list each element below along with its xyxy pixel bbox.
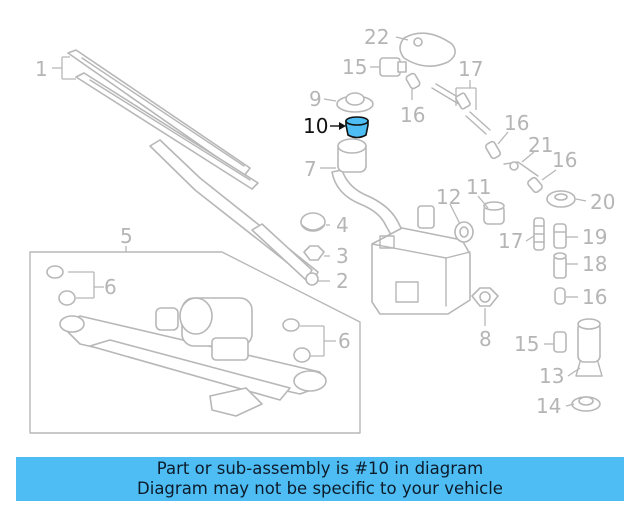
callout-22: 22 <box>364 25 389 49</box>
callout-11: 11 <box>466 175 491 199</box>
valve-part-18 <box>553 252 567 279</box>
callout-19: 19 <box>582 225 607 249</box>
callout-20: 20 <box>590 190 615 214</box>
hose-part-17 <box>431 83 491 135</box>
callout-16b: 16 <box>504 111 529 135</box>
hose-part-17b <box>533 217 545 251</box>
wiper-blade-part-1 <box>67 49 259 190</box>
callout-6a: 6 <box>104 275 117 299</box>
pump-part-13 <box>575 318 603 377</box>
fitting-16a <box>405 72 421 90</box>
valve-part-19 <box>553 223 567 249</box>
connector-part-15a <box>379 57 407 77</box>
wiper-motor <box>155 297 253 361</box>
leader-10 <box>330 122 346 130</box>
callout-9: 9 <box>309 87 322 111</box>
callout-21: 21 <box>528 133 553 157</box>
washer-reservoir-part-7 <box>331 138 471 315</box>
grommet-part-9 <box>336 92 374 113</box>
wiper-linkage <box>59 315 327 417</box>
callout-5: 5 <box>120 224 133 248</box>
callout-10: 10 <box>303 114 328 138</box>
callout-1: 1 <box>35 57 48 81</box>
seal-part-12 <box>454 221 474 243</box>
callout-8: 8 <box>479 327 492 351</box>
connector-part-15b <box>553 331 567 353</box>
callout-17a: 17 <box>458 57 483 81</box>
grommet-part-20 <box>546 190 576 208</box>
grommet-part-14 <box>571 396 601 412</box>
callout-2: 2 <box>336 269 349 293</box>
callout-4: 4 <box>336 213 349 237</box>
banner-line-1: Part or sub-assembly is #10 in diagram <box>156 459 484 478</box>
callout-17b: 17 <box>498 229 523 253</box>
nut-part-8 <box>471 287 499 307</box>
connector-part-21 <box>503 161 539 177</box>
fitting-16d <box>554 287 566 305</box>
callout-16c: 16 <box>552 148 577 172</box>
filler-cap-part-10 <box>345 116 369 139</box>
grommet-6a <box>46 265 76 306</box>
grommet-6b <box>282 318 311 363</box>
callout-13: 13 <box>539 364 564 388</box>
info-banner: Part or sub-assembly is #10 in diagram D… <box>16 457 624 501</box>
nut-part-3 <box>303 245 325 261</box>
subassembly-box-5 <box>29 251 361 434</box>
banner-line-2: Diagram may not be specific to your vehi… <box>137 479 503 498</box>
callout-16a: 16 <box>400 103 425 127</box>
callout-labels: 1 2 3 4 5 6 6 7 8 9 10 11 12 13 14 15 15… <box>35 25 615 418</box>
callout-3: 3 <box>336 244 349 268</box>
leader-lines <box>52 36 587 407</box>
callout-7: 7 <box>304 157 317 181</box>
callout-16d: 16 <box>582 285 607 309</box>
fitting-16b <box>484 140 502 160</box>
fitting-16c <box>527 176 543 194</box>
wiper-arm-part-2 <box>149 139 319 286</box>
callout-14: 14 <box>536 394 561 418</box>
sensor-part-11 <box>483 201 505 225</box>
cap-part-4 <box>300 212 326 232</box>
callout-6b: 6 <box>338 329 351 353</box>
callout-15a: 15 <box>342 55 367 79</box>
callout-15b: 15 <box>514 332 539 356</box>
callout-12: 12 <box>436 185 461 209</box>
callout-18: 18 <box>582 252 607 276</box>
nozzle-part-22 <box>399 32 456 67</box>
